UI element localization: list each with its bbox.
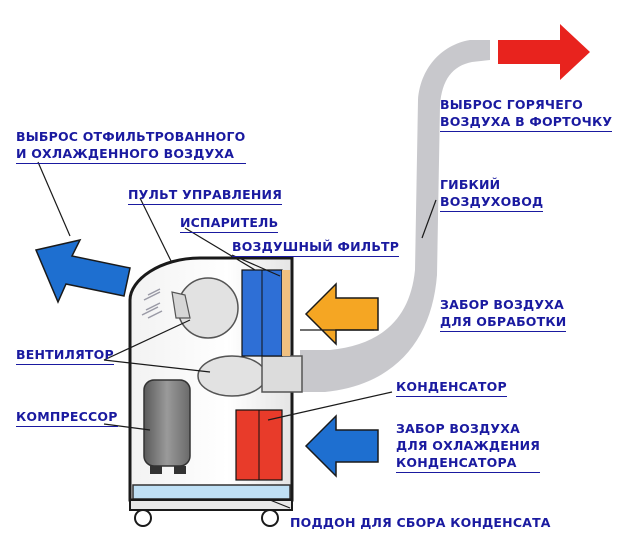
label-condenser: КОНДЕНСАТОР: [396, 378, 507, 397]
wheels: [134, 509, 279, 527]
leader-lines: [37, 161, 437, 509]
compressor-unit: [143, 379, 191, 474]
intake-arrow-condenser: [304, 414, 379, 478]
label-hot-air-exhaust-line2: ВОЗДУХА В ФОРТОЧКУ: [440, 113, 613, 132]
flexible-duct: [300, 40, 490, 392]
label-air-filter: ВОЗДУШНЫЙ ФИЛЬТР: [232, 238, 400, 257]
condensate-tray: [132, 484, 291, 500]
label-flexible-duct-line2: ВОЗДУХОВОД: [440, 193, 544, 212]
label-filtered-cooled-air-line1: ВЫБРОС ОТФИЛЬТРОВАННОГО: [16, 129, 246, 144]
fan-lower: [197, 355, 303, 397]
vent-slits: [141, 288, 163, 319]
label-intake-processing: ЗАБОР ВОЗДУХА ДЛЯ ОБРАБОТКИ: [440, 296, 567, 332]
label-evaporator: ИСПАРИТЕЛЬ: [180, 214, 279, 233]
label-flexible-duct-line1: ГИБКИЙ: [440, 177, 501, 192]
air-filter: [282, 270, 290, 356]
label-filtered-cooled-air: ВЫБРОС ОТФИЛЬТРОВАННОГО И ОХЛАЖДЕННОГО В…: [16, 128, 246, 164]
label-hot-air-exhaust-line1: ВЫБРОС ГОРЯЧЕГО: [440, 97, 583, 112]
label-compressor: КОМПРЕССОР: [16, 408, 118, 427]
label-intake-condenser-line2: ДЛЯ ОХЛАЖДЕНИЯ: [396, 438, 541, 453]
label-fan: ВЕНТИЛЯТОР: [16, 346, 114, 365]
label-intake-condenser-line1: ЗАБОР ВОЗДУХА: [396, 421, 520, 436]
fan-upper: [171, 277, 239, 339]
label-flexible-duct: ГИБКИЙ ВОЗДУХОВОД: [440, 176, 544, 212]
label-control-panel: ПУЛЬТ УПРАВЛЕНИЯ: [128, 186, 283, 205]
label-intake-processing-line1: ЗАБОР ВОЗДУХА: [440, 297, 564, 312]
hot-air-arrow: [498, 24, 590, 80]
label-intake-condenser-line3: КОНДЕНСАТОРА: [396, 454, 541, 473]
cool-air-arrow: [34, 238, 131, 304]
label-condensate-tray: ПОДДОН ДЛЯ СБОРА КОНДЕНСАТА: [290, 515, 551, 530]
intake-arrow-processing: [304, 282, 379, 346]
label-filtered-cooled-air-line2: И ОХЛАЖДЕННОГО ВОЗДУХА: [16, 145, 246, 164]
label-intake-condenser: ЗАБОР ВОЗДУХА ДЛЯ ОХЛАЖДЕНИЯ КОНДЕНСАТОР…: [396, 420, 541, 473]
label-intake-processing-line2: ДЛЯ ОБРАБОТКИ: [440, 313, 567, 332]
condenser-coil: [235, 409, 283, 481]
evaporator-coil: [241, 269, 283, 357]
label-hot-air-exhaust: ВЫБРОС ГОРЯЧЕГО ВОЗДУХА В ФОРТОЧКУ: [440, 96, 613, 132]
